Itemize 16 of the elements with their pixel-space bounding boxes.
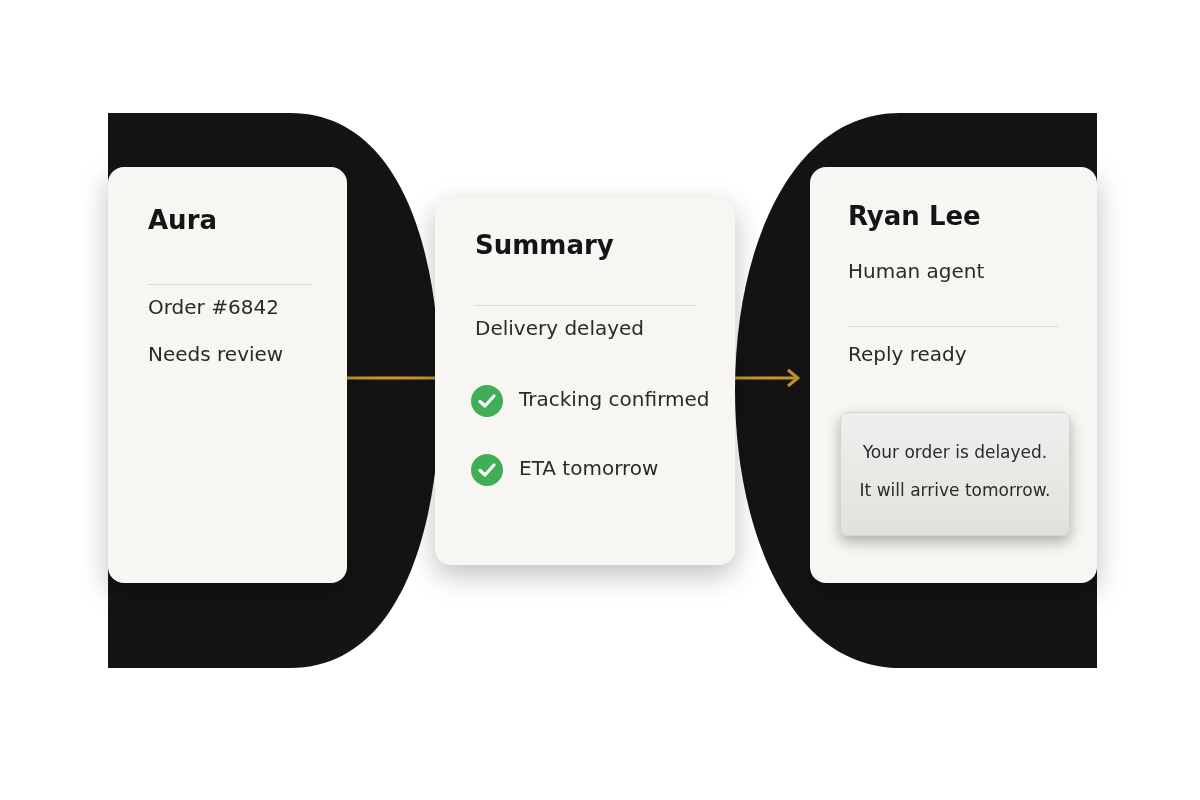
arrow <box>735 368 800 388</box>
card <box>435 198 735 565</box>
card-title: Aura <box>148 205 217 235</box>
card-title: Summary <box>475 230 614 260</box>
card-text: Order #6842 <box>148 295 279 319</box>
message-text: Your order is delayed. It will arrive tomorrow. <box>858 441 1052 502</box>
card-text: ETA tomorrow <box>519 456 659 480</box>
card-title: Ryan Lee <box>848 201 981 231</box>
message-bubble <box>840 412 1070 536</box>
card-text: Tracking confirmed <box>519 387 710 411</box>
card <box>810 167 1097 583</box>
card-text: Delivery delayed <box>475 316 645 340</box>
card <box>108 167 347 583</box>
card-text: Reply ready <box>848 342 967 366</box>
card-text: Human agent <box>848 259 985 283</box>
card-text: Needs review <box>148 342 284 366</box>
